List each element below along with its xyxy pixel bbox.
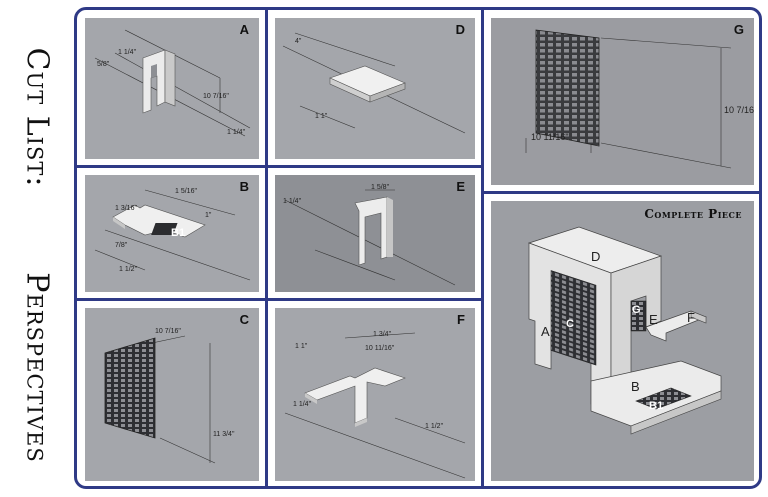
panel-d-letter: D	[455, 22, 465, 37]
panel-c: 10 7/16" 11 3/4" C	[77, 300, 267, 486]
panel-e-drawing: 1 1/4" 1 5/8"	[283, 184, 456, 286]
panel-f-dim-2: 1 3/4"	[373, 331, 392, 338]
panel-g-letter: G	[733, 22, 744, 37]
complete-label-a: A	[541, 324, 550, 339]
panel-c-dim-2: 11 3/4"	[213, 431, 235, 438]
panel-b-dim-1: 1 5/16"	[175, 188, 197, 195]
panel-b-dim-2: 1 3/16"	[115, 205, 137, 212]
panel-e: 1 1/4" 1 5/8" E	[267, 167, 483, 300]
complete-label-d: D	[591, 249, 600, 264]
panel-d: 4" 1 1" D	[267, 10, 483, 167]
side-title-line2: Perspectives	[19, 272, 55, 463]
panel-g: 10 7/16" 10 11/16" G	[483, 10, 759, 193]
panel-d-dim-2: 1 1"	[315, 113, 328, 120]
divider-h2	[77, 298, 483, 301]
panel-c-dim-1: 10 7/16"	[155, 328, 181, 335]
panel-f-dim-1: 1 1"	[295, 343, 308, 350]
panel-a-letter: A	[239, 22, 249, 37]
panel-c-letter: C	[239, 312, 249, 327]
complete-label-c: C	[566, 318, 574, 330]
panel-complete: D A B B1 C E F G Complete Piece	[483, 193, 759, 486]
divider-v2	[481, 10, 484, 486]
panel-f: 1 1" 1 3/4" 10 11/16" 1 1/4" 1 1/2" F	[267, 300, 483, 486]
complete-label-b1: B1	[649, 400, 663, 412]
panel-a-drawing: 1 1/4" 5/8" 10 7/16" 1 1/4"	[94, 29, 251, 137]
side-title: Cut List: Perspectives	[12, 0, 62, 497]
panel-g-dim-1: 10 7/16"	[724, 105, 754, 115]
panel-f-dim-4: 1 1/4"	[293, 401, 312, 408]
panel-a-dim-2: 5/8"	[97, 61, 110, 68]
panel-b-dim-4: 7/8"	[115, 242, 128, 249]
cut-list-board: 1 1/4" 5/8" 10 7/16" 1 1/4" A 4" 1 1"	[74, 7, 762, 489]
panel-a-dim-3: 10 7/16"	[203, 93, 229, 100]
panel-e-dim-2: 1 5/8"	[371, 184, 390, 191]
panel-b-b1-tag: B1	[171, 227, 185, 239]
panel-a-dim-4: 1 1/4"	[227, 129, 246, 136]
divider-v1	[265, 10, 268, 486]
panel-b-drawing: B1 1 5/16" 1 3/16" 1" 7/8" 1 1/2"	[94, 188, 251, 281]
complete-title: Complete Piece	[644, 207, 742, 221]
panel-d-drawing: 4" 1 1"	[282, 32, 466, 134]
panel-a: 1 1/4" 5/8" 10 7/16" 1 1/4" A	[77, 10, 267, 167]
complete-label-b: B	[631, 379, 640, 394]
panel-c-drawing: 10 7/16" 11 3/4"	[104, 328, 235, 464]
divider-h3	[483, 191, 759, 194]
complete-label-f: F	[687, 310, 695, 325]
panel-b-dim-5: 1 1/2"	[119, 266, 138, 273]
panel-g-dim-2: 10 11/16"	[531, 132, 569, 142]
panel-e-letter: E	[456, 179, 465, 194]
panel-b: B1 1 5/16" 1 3/16" 1" 7/8" 1 1/2" B	[77, 167, 267, 300]
divider-h1	[77, 165, 483, 168]
complete-drawing: D A B B1 C E F G	[527, 226, 722, 435]
panel-g-drawing: 10 7/16" 10 11/16"	[525, 29, 754, 169]
panel-f-dim-5: 1 1/2"	[425, 423, 444, 430]
panel-b-dim-3: 1"	[205, 212, 212, 219]
panel-e-dim-1: 1 1/4"	[283, 198, 302, 205]
panel-f-drawing: 1 1" 1 3/4" 10 11/16" 1 1/4" 1 1/2"	[284, 331, 466, 479]
side-title-line1: Cut List:	[19, 47, 55, 188]
panel-f-letter: F	[457, 312, 465, 327]
complete-label-g: G	[632, 304, 641, 316]
complete-label-e: E	[649, 312, 658, 327]
panel-d-dim-1: 4"	[295, 38, 302, 45]
panel-a-dim-1: 1 1/4"	[118, 49, 137, 56]
panel-b-letter: B	[239, 179, 249, 194]
panel-f-dim-3: 10 11/16"	[365, 345, 395, 352]
